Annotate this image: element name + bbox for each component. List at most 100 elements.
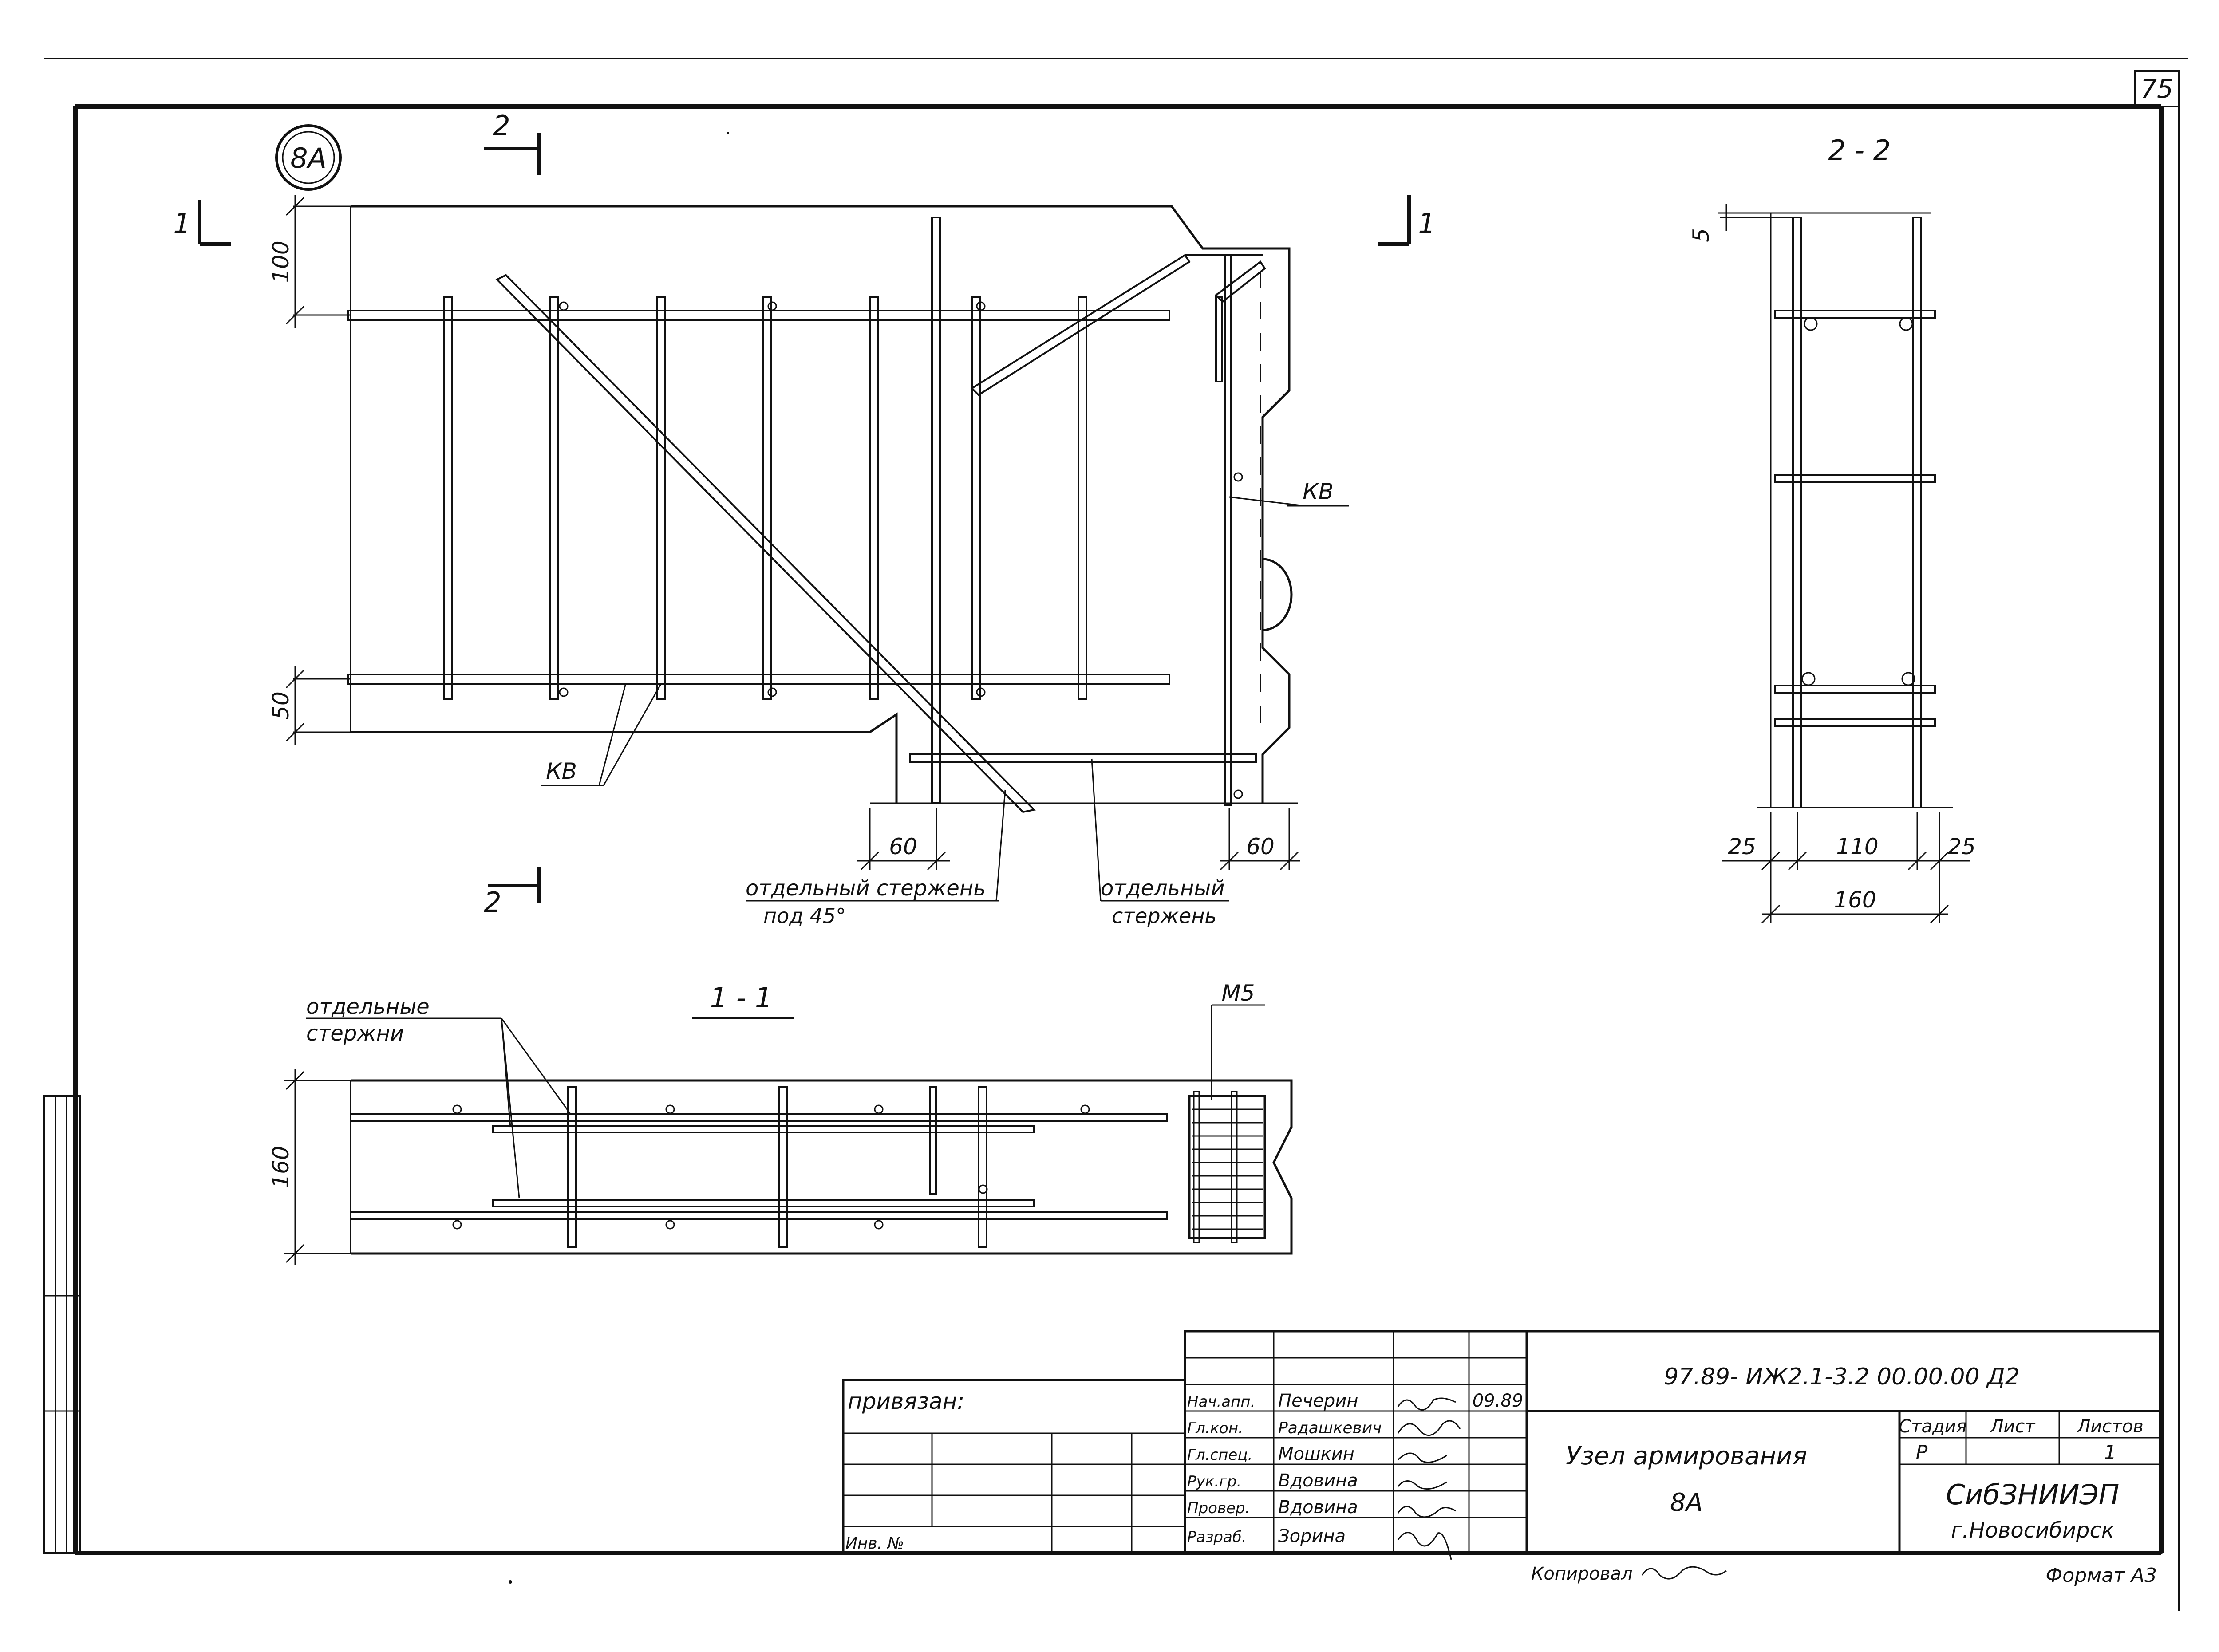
bar-section-dot	[767, 687, 777, 697]
plan-outline-top-right	[351, 205, 1291, 803]
plan-bottom-bar	[347, 674, 1170, 685]
section-1-1-title: 1 - 1	[710, 982, 773, 1014]
role-1: Гл.кон.	[1187, 1419, 1243, 1437]
plan-separate-bar	[909, 753, 1257, 763]
bar-section-dot	[1901, 672, 1915, 686]
role-0: Нач.апп.	[1187, 1393, 1255, 1411]
signature-table	[1184, 1330, 1528, 1554]
s11-m5-label: М5	[1222, 980, 1255, 1006]
title-line-1: Узел армирования	[1566, 1442, 1807, 1471]
bar-section-dot	[665, 1104, 675, 1114]
plan-stirrup	[443, 296, 453, 700]
plan-stirrup	[971, 296, 981, 700]
s11-note-1: отдельные	[306, 994, 430, 1019]
org-line-2: г.Новосибирск	[1951, 1518, 2114, 1543]
plan-note-diagonal-2: под 45°	[763, 904, 846, 928]
s11-anchor-bar	[1231, 1091, 1238, 1243]
s22-horizontal-bar	[1774, 685, 1936, 694]
col-sheet: Лист	[1989, 1416, 2036, 1437]
signatures	[1397, 1397, 1461, 1560]
bar-section-dot	[976, 687, 986, 697]
format-label: Формат А3	[2045, 1564, 2157, 1587]
plan-stirrup	[1078, 296, 1087, 700]
plan-dim-bottom: 50	[268, 691, 294, 720]
plan-hook-leg	[1215, 296, 1223, 382]
bar-section-dot	[452, 1104, 462, 1114]
name-3: Вдовина	[1278, 1471, 1358, 1491]
speck	[509, 1580, 512, 1584]
plan-diagonal-bar	[495, 274, 1036, 813]
node-circle-inner	[282, 131, 335, 184]
bar-section-dot	[559, 301, 569, 311]
plan-hook	[1214, 260, 1266, 303]
bar-section-dot	[767, 301, 777, 311]
bar-section-dot	[559, 687, 569, 697]
plan-stirrup-right	[1224, 254, 1232, 806]
title-code: 97.89- ИЖ2.1-3.2 00.00.00 Д2	[1664, 1364, 2020, 1390]
plan-kv-bottom-label: КВ	[546, 758, 577, 784]
s11-stirrup	[778, 1086, 788, 1248]
main-title-box	[1525, 1330, 2163, 1554]
cut-marker-2-top: 2	[484, 110, 541, 175]
copied-signature	[1641, 1566, 1727, 1580]
cut-2-top-number: 2	[493, 110, 510, 142]
bar-section-dot	[665, 1220, 675, 1230]
copied-label: Копировал	[1531, 1564, 1633, 1584]
s11-plate-hatch	[1192, 1108, 1263, 1230]
section-2-2-title: 2 - 2	[1828, 134, 1891, 166]
plan-stirrup	[869, 296, 879, 700]
s22-horizontal-bar	[1774, 718, 1936, 727]
s11-stirrup-short	[929, 1086, 937, 1195]
cut-marker-2-bottom: 2	[484, 867, 541, 919]
s11-bar-bottom	[350, 1211, 1168, 1220]
plan-stirrup	[549, 296, 559, 700]
section-1-1: 1 - 1	[268, 980, 1293, 1265]
plan-kv-right-label: КВ	[1303, 479, 1334, 505]
cut-1-right-number: 1	[1418, 207, 1435, 240]
plan-outline-lower-step	[351, 712, 898, 803]
title-line-2: 8А	[1670, 1488, 1703, 1517]
s11-embedded-plate	[1188, 1095, 1266, 1239]
s11-outline	[351, 1079, 1293, 1255]
col-sheets: Листов	[2076, 1416, 2143, 1437]
plan-top-bar	[347, 310, 1170, 321]
stage-value: Р	[1916, 1441, 1928, 1464]
bar-section-dot	[1233, 789, 1243, 799]
bar-section-dot	[1801, 672, 1816, 686]
binding-strip	[43, 1095, 81, 1554]
node-circle-outer	[275, 124, 342, 191]
bar-section-dot	[1804, 317, 1818, 331]
title-block: привязан: Инв. № Нач.апп. Гл.кон. Гл.спе…	[842, 1330, 2163, 1587]
name-2: Мошкин	[1278, 1444, 1354, 1464]
bar-section-dot	[1080, 1104, 1090, 1114]
plan-stirrup-long	[931, 217, 941, 804]
title-date: 09.89	[1473, 1391, 1524, 1411]
s11-note-2: стержни	[306, 1021, 404, 1046]
name-1: Радашкевич	[1278, 1419, 1382, 1437]
s11-bar-top	[350, 1113, 1168, 1122]
cut-1-left-number: 1	[173, 207, 190, 240]
col-stage: Стадия	[1899, 1416, 1966, 1437]
node-label: 8А	[290, 142, 327, 174]
plan-dim-top: 100	[268, 241, 294, 283]
bar-section-dot	[452, 1220, 462, 1230]
s22-vertical-bar-right	[1912, 217, 1922, 808]
sheets-value: 1	[2104, 1441, 2116, 1464]
bar-section-dot	[874, 1220, 884, 1230]
name-0: Печерин	[1278, 1391, 1358, 1411]
role-4: Провер.	[1187, 1499, 1250, 1517]
title-inv-no: Инв. №	[845, 1534, 904, 1553]
role-5: Разраб.	[1187, 1528, 1247, 1546]
bar-section-dot	[978, 1184, 988, 1194]
title-privyazan: привязан:	[848, 1388, 964, 1414]
plan-dim-right-60: 60	[1246, 834, 1275, 860]
bar-section-dot	[1899, 317, 1913, 331]
s22-dim-total: 160	[1834, 887, 1876, 913]
s22-dim-middle: 110	[1836, 834, 1878, 860]
cut-marker-1-right: 1	[1378, 195, 1436, 246]
s11-dim-height: 160	[268, 1146, 294, 1188]
plan-dim-left-60: 60	[889, 834, 917, 860]
role-3: Рук.гр.	[1187, 1473, 1241, 1490]
s22-horizontal-bar	[1774, 310, 1936, 319]
